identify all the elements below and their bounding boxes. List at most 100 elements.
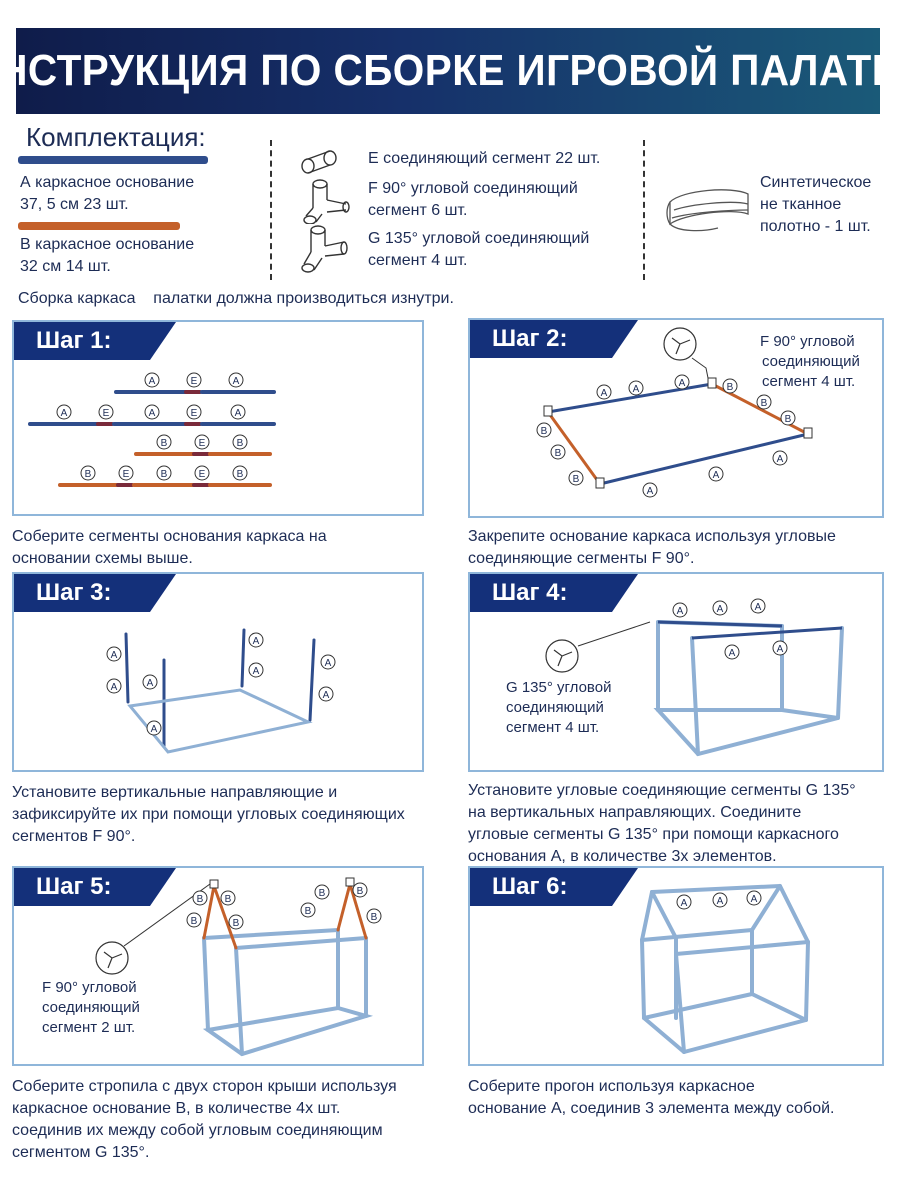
step-4-panel: Шаг 4: A A A A A <box>468 572 884 772</box>
mark-a: A <box>253 636 260 647</box>
mark-b: B <box>85 469 92 480</box>
step-5-caption: Соберите стропила с двух сторон крыши ис… <box>12 1076 397 1164</box>
mark-a: A <box>751 894 758 905</box>
step-2-tab: Шаг 2: <box>470 320 638 358</box>
step-1-caption: Соберите сегменты основания каркаса на о… <box>12 526 327 570</box>
mark-a: A <box>717 896 724 907</box>
part-g-label: G 135° угловой соединяющий сегмент 4 шт. <box>368 228 589 272</box>
rod-b-sample <box>18 222 180 230</box>
part-f-line1: F 90° угловой соединяющий <box>368 180 578 197</box>
step-5-callout-line2: соединяющий <box>42 999 140 1016</box>
step-2-callout-line1: F 90° угловой <box>760 333 855 350</box>
mark-a: A <box>717 604 724 615</box>
step-1-panel: Шаг 1: <box>12 320 424 516</box>
title-banner: ИНСТРУКЦИЯ ПО СБОРКЕ ИГРОВОЙ ПАЛАТКИ <box>0 28 900 114</box>
mark-e: E <box>199 438 206 449</box>
step-1-diagram: A E A A E A E A B E B B E B E B <box>28 372 276 487</box>
step-2-caption-line2: соединяющие сегменты F 90°. <box>468 550 695 567</box>
part-g-line1: G 135° угловой соединяющий <box>368 230 590 247</box>
mark-a: A <box>149 408 156 419</box>
step-3-caption-line1: Установите вертикальные направляющие и <box>12 784 338 801</box>
mark-a: A <box>323 690 330 701</box>
mark-e: E <box>103 408 110 419</box>
mark-e: E <box>199 469 206 480</box>
step-3-caption: Установите вертикальные направляющие и з… <box>12 782 405 848</box>
fabric-line3: полотно - 1 шт. <box>760 218 871 235</box>
rod-b-label: В каркасное основание 32 см 14 шт. <box>20 234 194 278</box>
mark-b: B <box>761 398 768 409</box>
mark-b: B <box>161 469 168 480</box>
step-6-caption: Соберите прогон используя каркасное осно… <box>468 1076 835 1120</box>
step-3-caption-line3: сегментов F 90°. <box>12 828 136 845</box>
mark-b: B <box>357 886 364 897</box>
rod-b-line2: 32 см 14 шт. <box>20 258 111 275</box>
step-3-caption-line2: зафиксируйте их при помощи угловых соеди… <box>12 806 405 823</box>
step-5-callout-line3: сегмент 2 шт. <box>42 1019 135 1036</box>
step-6-caption-line1: Соберите прогон используя каркасное <box>468 1078 755 1095</box>
step-5-callout-line1: F 90° угловой <box>42 979 137 996</box>
mark-a: A <box>601 388 608 399</box>
rod-a-label: А каркасное основание 37, 5 см 23 шт. <box>20 172 194 216</box>
mark-a: A <box>755 602 762 613</box>
step-4-tab: Шаг 4: <box>470 574 638 612</box>
mark-a: A <box>149 376 156 387</box>
kit-heading: Комплектация: <box>26 122 206 152</box>
mark-a: A <box>647 486 654 497</box>
step-1-caption-line1: Соберите сегменты основания каркаса на <box>12 528 327 545</box>
part-e-label: Е соединяющий сегмент 22 шт. <box>368 150 601 167</box>
step-4-caption-line1: Установите угловые соединяющие сегменты … <box>468 782 856 799</box>
fabric-line1: Синтетическое <box>760 174 872 191</box>
mark-a: A <box>235 408 242 419</box>
mark-e: E <box>191 408 198 419</box>
mark-b: B <box>319 888 326 899</box>
step-3-tab: Шаг 3: <box>14 574 176 612</box>
step-6-diagram: A A A <box>640 884 810 1054</box>
step-4-caption: Установите угловые соединяющие сегменты … <box>468 780 856 868</box>
mark-a: A <box>61 408 68 419</box>
mark-a: A <box>253 666 260 677</box>
step-6-caption-line2: основание А, соединив 3 элемента между с… <box>468 1100 835 1117</box>
step-5-diagram: B B B B B B B B F 90° угловой соединяющи… <box>42 877 382 1057</box>
page-title: ИНСТРУКЦИЯ ПО СБОРКЕ ИГРОВОЙ ПАЛАТКИ <box>0 46 900 95</box>
step-4-diagram: A A A A A G 135° угловой соединяющий сег… <box>506 598 844 757</box>
mark-b: B <box>573 474 580 485</box>
mark-a: A <box>679 378 686 389</box>
step-2-panel: Шаг 2: A A A B B B <box>468 318 884 518</box>
mark-a: A <box>233 376 240 387</box>
step-2-diagram: A A A B B B B B B A A A F 90° угловой со… <box>536 327 860 498</box>
connector-g-icon <box>301 225 348 273</box>
step-2-caption-line1: Закрепите основание каркаса используя уг… <box>468 528 836 545</box>
mark-b: B <box>371 912 378 923</box>
step-6-tab: Шаг 6: <box>470 868 638 906</box>
kit-divider-1 <box>270 140 272 280</box>
mark-b: B <box>785 414 792 425</box>
kit-divider-2 <box>643 140 645 280</box>
step-5-caption-line4: сегментом G 135°. <box>12 1144 150 1161</box>
mark-b: B <box>305 906 312 917</box>
mark-b: B <box>197 894 204 905</box>
mark-a: A <box>681 898 688 909</box>
mark-b: B <box>541 426 548 437</box>
mark-a: A <box>729 648 736 659</box>
step-4-callout-line2: соединяющий <box>506 699 604 716</box>
mark-a: A <box>777 454 784 465</box>
mark-a: A <box>713 470 720 481</box>
mark-b: B <box>727 382 734 393</box>
mark-a: A <box>777 644 784 655</box>
mark-b: B <box>555 448 562 459</box>
step-1-tab: Шаг 1: <box>14 322 176 360</box>
part-f-line2: сегмент 6 шт. <box>368 202 468 219</box>
mark-a: A <box>111 682 118 693</box>
step-1-caption-line2: основании схемы выше. <box>12 550 193 567</box>
step-6-panel: Шаг 6: A A A <box>468 866 884 1066</box>
step-3-panel: Шаг 3: A A A A A A A A <box>12 572 424 772</box>
mark-a: A <box>147 678 154 689</box>
step-4-caption-line4: основания А, в количестве 3х элементов. <box>468 848 777 865</box>
mark-a: A <box>677 606 684 617</box>
step-3-diagram: A A A A A A A A <box>106 628 336 754</box>
rod-a-line2: 37, 5 см 23 шт. <box>20 196 129 213</box>
step-4-callout-line3: сегмент 4 шт. <box>506 719 599 736</box>
step-2-callout-line3: сегмент 4 шт. <box>762 373 855 390</box>
fabric-label: Синтетическое не тканное полотно - 1 шт. <box>760 172 871 238</box>
part-g-line2: сегмент 4 шт. <box>368 252 468 269</box>
